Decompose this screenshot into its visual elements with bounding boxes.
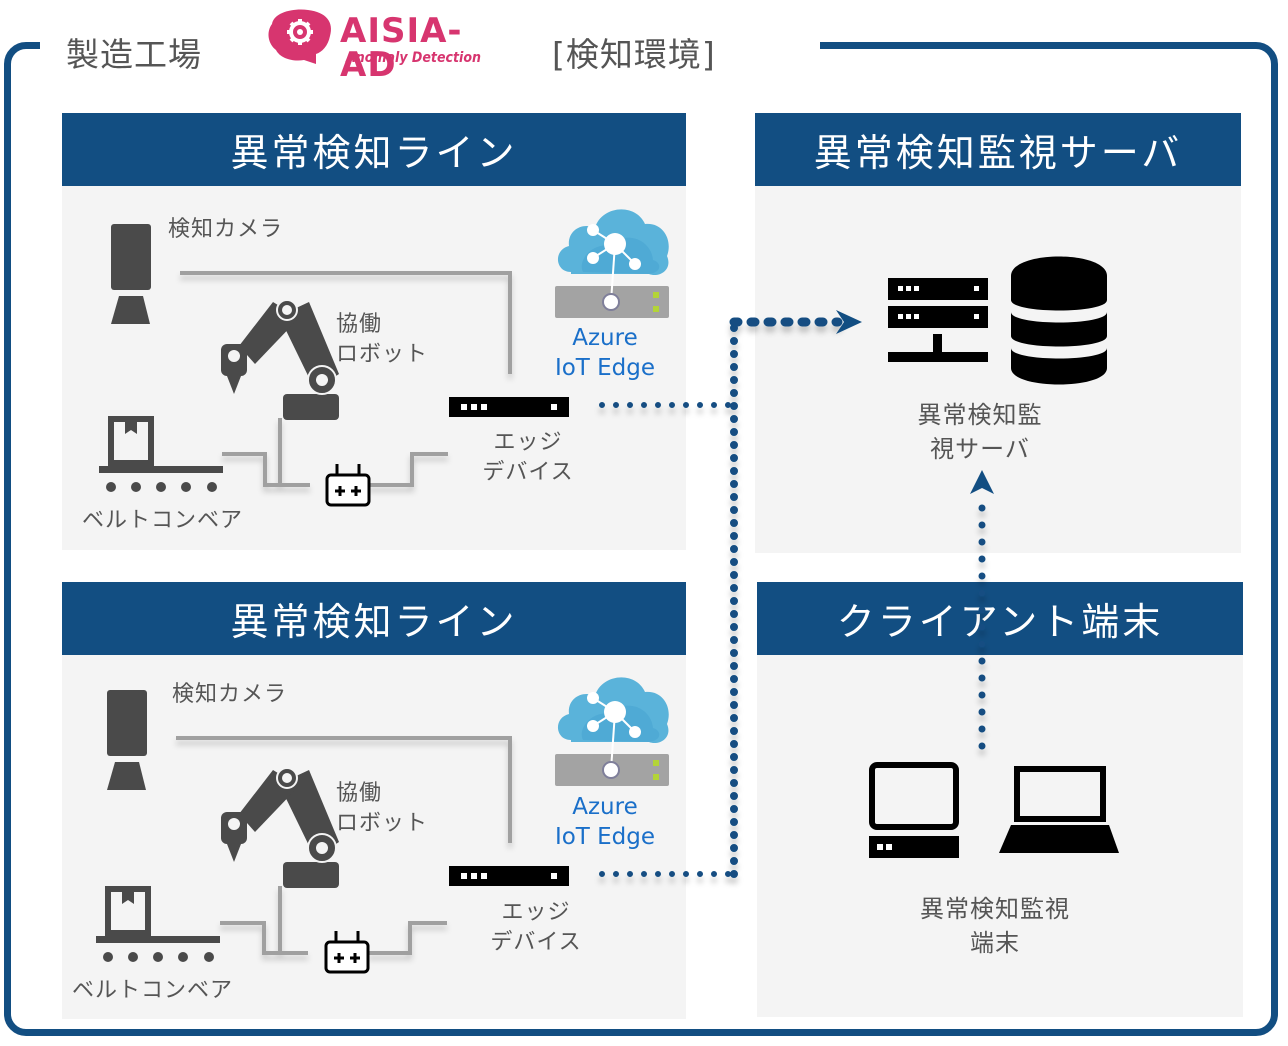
environment-title: [検知環境]	[552, 35, 716, 74]
logo-name: AISIA-AD	[340, 11, 463, 85]
camera-label: 検知カメラ	[168, 217, 284, 242]
camera-icon	[107, 690, 147, 790]
robot-arm-icon	[221, 767, 339, 888]
brain-gear-icon	[268, 9, 332, 65]
conveyor-label: ベルトコンベア	[82, 508, 244, 533]
camera-icon	[111, 224, 151, 324]
desktop-computer-icon	[869, 762, 959, 858]
camera-label: 検知カメラ	[172, 682, 288, 707]
panel-header: 異常検知監視サーバ	[755, 113, 1241, 186]
client-label-2: 端末	[970, 929, 1020, 957]
azure-label-1: Azure	[572, 325, 638, 351]
panel-header: クライアント端末	[757, 582, 1243, 655]
line-1-wiring	[180, 271, 512, 487]
location-title: 製造工場	[66, 35, 202, 74]
azure-label-2: IoT Edge	[554, 355, 656, 381]
robot-label-2: ロボット	[336, 811, 429, 836]
client-terminal-panel: クライアント端末	[757, 582, 1243, 1017]
edge-device-icon	[449, 397, 569, 417]
frame-title-gap	[40, 36, 820, 52]
azure-iot-edge-icon	[555, 677, 669, 786]
aisia-ad-logo: AISIA-AD Anomaly Detection	[264, 6, 514, 82]
laptop-icon	[999, 766, 1119, 853]
edge-label-1: エッジ	[493, 430, 563, 455]
anomaly-line-panel-2: 異常検知ライン	[62, 582, 686, 1019]
azure-label-1: Azure	[572, 794, 638, 820]
azure-iot-edge-icon	[555, 209, 669, 318]
edge-label-2: デバイス	[482, 460, 574, 485]
conveyor-label: ベルトコンベア	[72, 978, 234, 1003]
line-2-wiring	[176, 736, 512, 955]
server-label-1: 異常検知監	[917, 401, 1043, 429]
robot-label-1: 協働	[336, 312, 383, 337]
robot-arm-icon	[221, 299, 339, 420]
anomaly-line-panel-1: 異常検知ライン	[62, 113, 686, 550]
client-label-1: 異常検知監視	[920, 895, 1070, 923]
database-icon	[1011, 256, 1107, 385]
edge-label-2: デバイス	[490, 930, 582, 955]
server-label-2: 視サーバ	[930, 435, 1030, 463]
conveyor-icon	[96, 886, 220, 962]
panel-header: 異常検知ライン	[62, 113, 686, 186]
azure-label-2: IoT Edge	[554, 824, 656, 850]
logo-subtitle: Anomaly Detection	[346, 50, 481, 66]
power-supply-icon	[324, 931, 370, 974]
panel-header: 異常検知ライン	[62, 582, 686, 655]
server-rack-icon	[888, 278, 988, 362]
monitoring-server-panel: 異常検知監視サーバ	[755, 113, 1241, 553]
robot-label-1: 協働	[336, 781, 383, 806]
conveyor-icon	[99, 416, 223, 492]
power-supply-icon	[325, 464, 371, 507]
edge-device-icon	[449, 866, 569, 886]
edge-label-1: エッジ	[501, 900, 571, 925]
robot-label-2: ロボット	[336, 342, 429, 367]
